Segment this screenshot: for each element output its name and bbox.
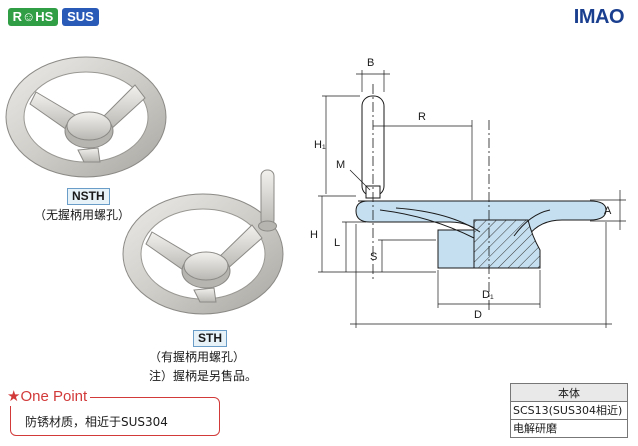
- dim-label-h1: H₁: [314, 139, 326, 151]
- spec-table-finish: 电解研磨: [510, 419, 628, 438]
- dim-label-s: S: [370, 251, 377, 263]
- spec-table-material: SCS13(SUS304相近): [510, 401, 628, 420]
- one-point-title: ★One Point: [4, 388, 91, 406]
- brand-logo: IMAO: [573, 6, 625, 28]
- dim-label-b: B: [367, 57, 374, 69]
- dim-label-r: R: [418, 111, 426, 123]
- model-tag-nsth: NSTH: [67, 188, 110, 205]
- sus-badge: SUS: [62, 8, 99, 26]
- model-tag-sth: STH: [193, 330, 227, 347]
- nsth-wheel-image: [5, 56, 167, 178]
- dim-label-d1: D₁: [482, 289, 494, 301]
- dim-label-m: M: [336, 159, 345, 171]
- note-sth: 注）握柄是另售品。: [149, 369, 258, 383]
- dim-label-l: L: [334, 237, 340, 249]
- product-illustrations: [5, 56, 284, 315]
- sth-wheel-image: [122, 169, 284, 315]
- dim-label-a: A: [604, 205, 612, 217]
- rohs-badge: R☺HS: [8, 8, 58, 26]
- spec-table: 本体 SCS13(SUS304相近) 电解研磨: [510, 383, 628, 438]
- spec-table-header: 本体: [510, 383, 628, 402]
- dim-label-d: D: [474, 309, 482, 321]
- caption-sth: （有握柄用螺孔）: [149, 350, 246, 364]
- caption-nsth: （无握柄用螺孔）: [34, 208, 131, 222]
- one-point-text: 防锈材质，相近于SUS304: [25, 415, 168, 429]
- technical-drawing: B R H₁ H M L S A D₁ D: [310, 57, 626, 328]
- dim-label-h: H: [310, 229, 318, 241]
